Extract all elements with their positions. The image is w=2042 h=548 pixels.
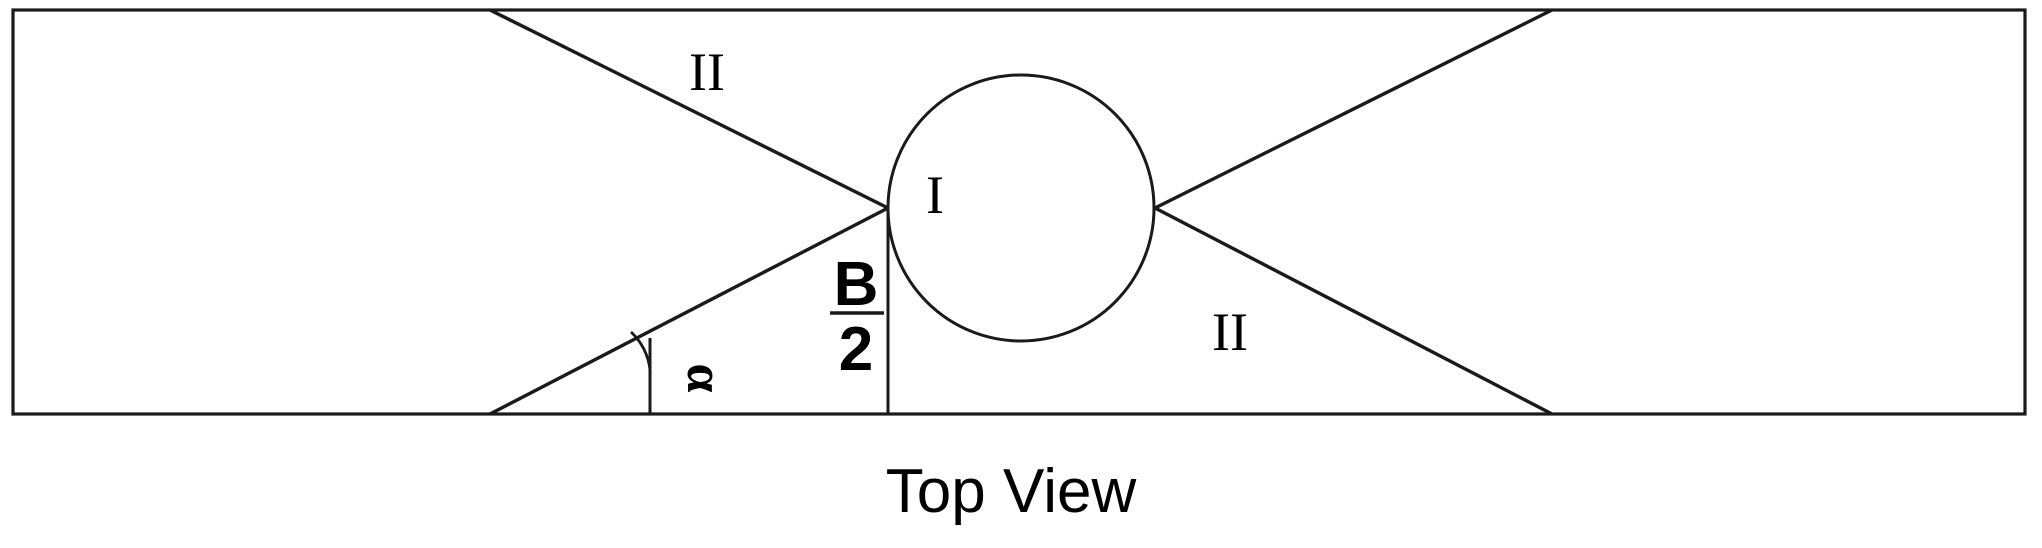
- half-width-denominator: 2: [839, 315, 873, 384]
- angle-arc: [630, 330, 652, 371]
- angle-label-alpha: α: [676, 363, 733, 392]
- region-label-upper-left: II: [689, 42, 725, 102]
- right-upper-ray: [1154, 8, 1553, 210]
- left-lower-ray: [489, 206, 889, 416]
- region-label-core: I: [926, 165, 944, 225]
- plate-outline: [11, 8, 2027, 416]
- right-lower-ray: [1154, 206, 1553, 416]
- figure-caption: Top View: [886, 457, 1137, 526]
- region-label-lower-right: II: [1212, 302, 1248, 362]
- half-width-numerator: B: [834, 250, 879, 319]
- left-upper-ray: [489, 8, 889, 210]
